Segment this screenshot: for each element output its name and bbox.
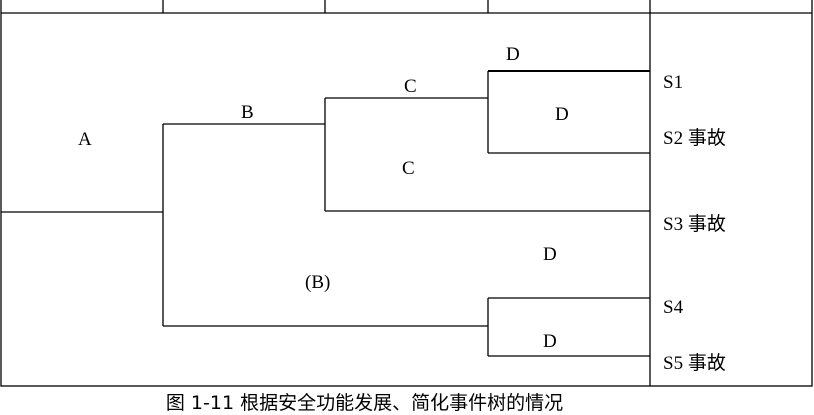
- outcome-s2: S2 事故: [663, 127, 726, 149]
- event-tree-diagram: A B (B) C C D D D D S1 S2 事故 S3 事故 S4 S5…: [0, 0, 813, 387]
- label-b: B: [241, 102, 254, 123]
- label-d-right: D: [543, 244, 557, 265]
- label-d-top: D: [506, 44, 520, 65]
- label-c-lower: C: [402, 158, 415, 179]
- outcome-s5: S5 事故: [663, 352, 726, 374]
- label-d-bottom: D: [543, 331, 557, 352]
- outcome-s4: S4: [663, 297, 684, 318]
- table-frame: [0, 0, 813, 387]
- label-d-mid: D: [555, 104, 569, 125]
- label-b-failure: (B): [305, 272, 330, 293]
- outcome-s3: S3 事故: [663, 213, 726, 235]
- outcome-s1: S1: [663, 72, 683, 93]
- label-c-upper: C: [404, 76, 417, 97]
- figure-caption: 图 1-11 根据安全功能发展、简化事件树的情况: [165, 392, 564, 414]
- label-a: A: [78, 129, 92, 150]
